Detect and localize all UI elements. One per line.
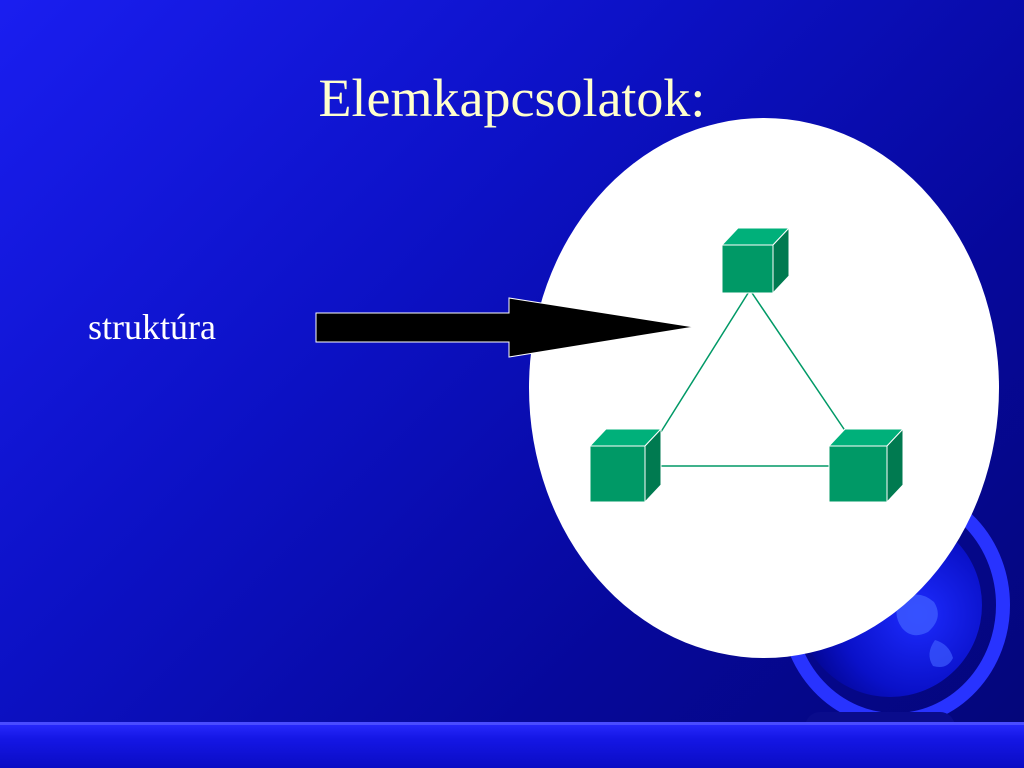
connector-line bbox=[749, 289, 849, 436]
cube-icon bbox=[720, 226, 791, 295]
cube-icon bbox=[827, 427, 905, 504]
arrow-icon bbox=[315, 297, 695, 358]
diagram-ellipse bbox=[529, 118, 999, 658]
connector-line bbox=[658, 289, 751, 436]
structure-label: struktúra bbox=[88, 307, 216, 347]
footer-bar bbox=[0, 722, 1024, 768]
slide-title: Elemkapcsolatok: bbox=[318, 68, 706, 128]
cube-icon bbox=[588, 427, 663, 504]
footer-divider bbox=[0, 722, 1024, 725]
